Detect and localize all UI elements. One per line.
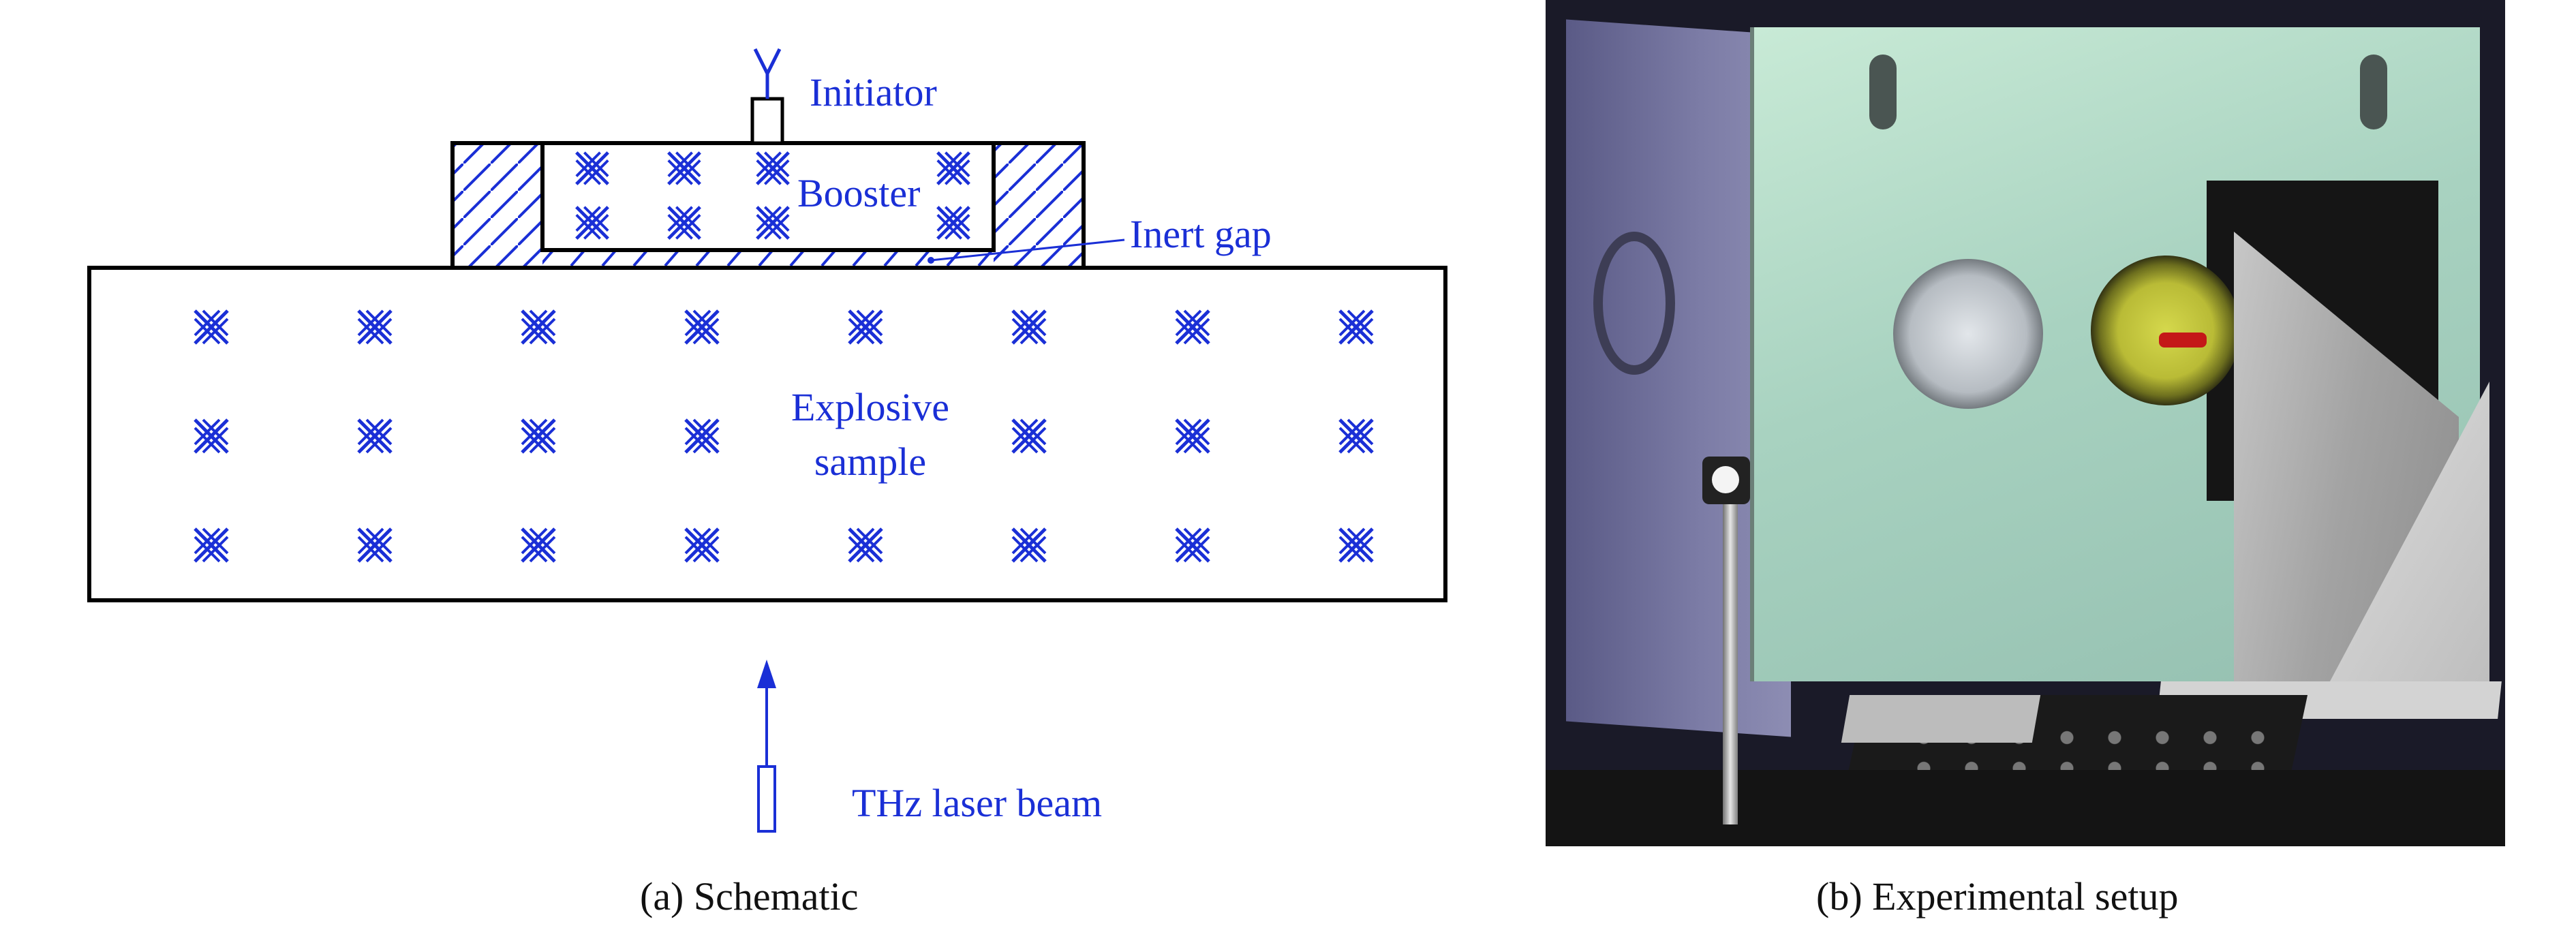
- explosive-star-icon: [1176, 529, 1209, 561]
- explosive-star-icon: [195, 420, 228, 452]
- booster-star-icon: [757, 207, 788, 238]
- explosive-sample: Explosive sample: [87, 266, 1447, 602]
- booster-star-icon: [669, 153, 700, 184]
- explosive-stars: [195, 311, 1373, 561]
- booster-assembly: Booster: [450, 141, 1086, 270]
- booster-star-icon: [577, 207, 608, 238]
- experimental-setup-photo: [1546, 0, 2505, 846]
- photo-red-marker: [2159, 333, 2207, 348]
- explosive-star-icon: [1013, 420, 1045, 452]
- caption-schematic: (a) Schematic: [640, 874, 859, 919]
- initiator-label: Initiator: [810, 70, 937, 114]
- explosive-star-icon: [522, 529, 555, 561]
- explosive-label-line2: sample: [814, 439, 926, 484]
- laser-source: [757, 765, 776, 833]
- initiator-wires-icon: [753, 48, 782, 99]
- caption-experimental-setup: (b) Experimental setup: [1816, 874, 2179, 919]
- photo-base-plate: [1841, 695, 2041, 743]
- explosive-star-icon: [686, 529, 718, 561]
- explosive-star-icon: [358, 420, 391, 452]
- explosive-star-icon: [1340, 529, 1373, 561]
- photo-floor: [1546, 770, 2505, 846]
- initiator: Initiator: [750, 48, 937, 145]
- thz-beam: THz laser beam: [757, 660, 1102, 833]
- explosive-star-icon: [1176, 420, 1209, 452]
- beam-arrow-head-icon: [757, 660, 776, 688]
- explosive-star-icon: [358, 529, 391, 561]
- explosive-star-icon: [686, 311, 718, 343]
- photo-window-yellow: [2091, 256, 2241, 405]
- explosive-star-icon: [522, 311, 555, 343]
- inert-gap-hatch: [542, 250, 994, 268]
- booster-star-icon: [938, 153, 969, 184]
- booster-star-icon: [577, 153, 608, 184]
- explosive-star-icon: [1013, 529, 1045, 561]
- schematic-diagram: Booster Initiator Inert gap Explosive sa…: [87, 48, 1447, 833]
- explosive-star-icon: [849, 311, 882, 343]
- booster-label: Booster: [797, 171, 920, 215]
- explosive-star-icon: [1340, 420, 1373, 452]
- photo-window-clear: [1893, 259, 2043, 409]
- explosive-star-icon: [1176, 311, 1209, 343]
- explosive-star-icon: [686, 420, 718, 452]
- inert-gap-leader-dot: [927, 257, 934, 264]
- booster-housing-right-hatch: [994, 143, 1084, 268]
- beam-label: THz laser beam: [852, 781, 1102, 825]
- explosive-label-line1: Explosive: [791, 385, 949, 429]
- explosive-star-icon: [1340, 311, 1373, 343]
- booster-star-icon: [757, 153, 788, 184]
- explosive-star-icon: [358, 311, 391, 343]
- photo-mount-slot: [1869, 55, 1897, 129]
- explosive-star-icon: [849, 529, 882, 561]
- explosive-star-icon: [522, 420, 555, 452]
- photo-left-ring: [1593, 232, 1675, 375]
- inert-gap-callout: Inert gap: [927, 212, 1272, 264]
- photo-clamp-knob: [1712, 466, 1739, 493]
- explosive-star-icon: [1013, 311, 1045, 343]
- photo-mount-slot: [2360, 55, 2387, 129]
- booster-star-icon: [938, 207, 969, 238]
- booster-housing-left-hatch: [453, 143, 542, 268]
- photo-post-rod: [1723, 470, 1738, 824]
- explosive-star-icon: [195, 529, 228, 561]
- explosive-star-icon: [195, 311, 228, 343]
- booster-star-icon: [669, 207, 700, 238]
- explosive-sample-outline: [87, 266, 1447, 602]
- inert-gap-leader-line: [930, 238, 1125, 262]
- inert-gap-label: Inert gap: [1130, 212, 1272, 256]
- initiator-body: [750, 97, 784, 145]
